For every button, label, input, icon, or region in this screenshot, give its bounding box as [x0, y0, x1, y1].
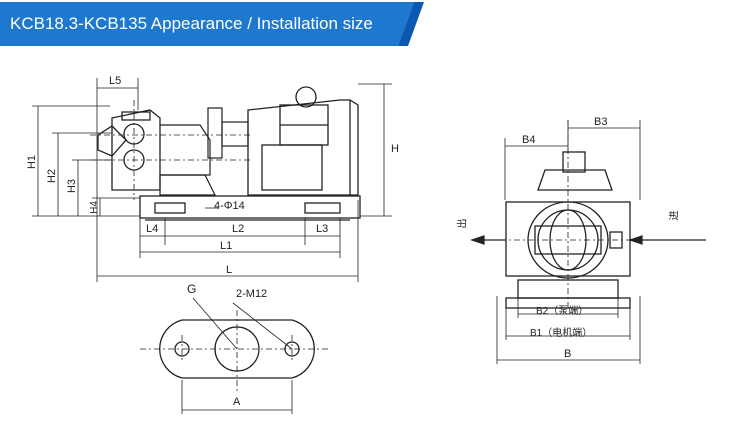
title-banner	[0, 2, 424, 46]
label-outlet: 出	[457, 218, 469, 229]
flow-arrows	[470, 235, 706, 245]
label-B1: B1（电机端）	[530, 328, 593, 339]
label-L5: L5	[109, 75, 122, 87]
label-M12: 2-M12	[236, 288, 268, 300]
label-H4: H4	[88, 201, 100, 214]
label-bolt-holes: 4-Φ14	[214, 200, 245, 212]
side-view	[32, 78, 392, 282]
label-inlet: 进	[669, 210, 681, 221]
label-H1: H1	[26, 154, 39, 170]
base-plate	[139, 195, 361, 221]
motor-body	[247, 86, 359, 196]
label-L3: L3	[316, 223, 329, 235]
label-L2: L2	[232, 223, 245, 235]
label-B2: B2（泵端）	[536, 306, 589, 317]
label-L4: L4	[146, 223, 159, 235]
page-title: KCB18.3-KCB135 Appearance / Installation…	[10, 14, 373, 33]
label-B: B	[564, 348, 572, 360]
label-H: H	[391, 143, 399, 155]
flange-view	[140, 297, 330, 414]
label-L1: L1	[220, 240, 233, 252]
label-L: L	[226, 264, 233, 276]
label-H2: H2	[46, 168, 59, 184]
label-G: G	[187, 282, 197, 296]
end-view	[470, 120, 706, 364]
label-B3: B3	[594, 116, 608, 128]
label-H3: H3	[66, 178, 79, 194]
label-A: A	[233, 396, 241, 408]
coupling-bracket	[159, 107, 249, 196]
label-B4: B4	[522, 134, 536, 146]
